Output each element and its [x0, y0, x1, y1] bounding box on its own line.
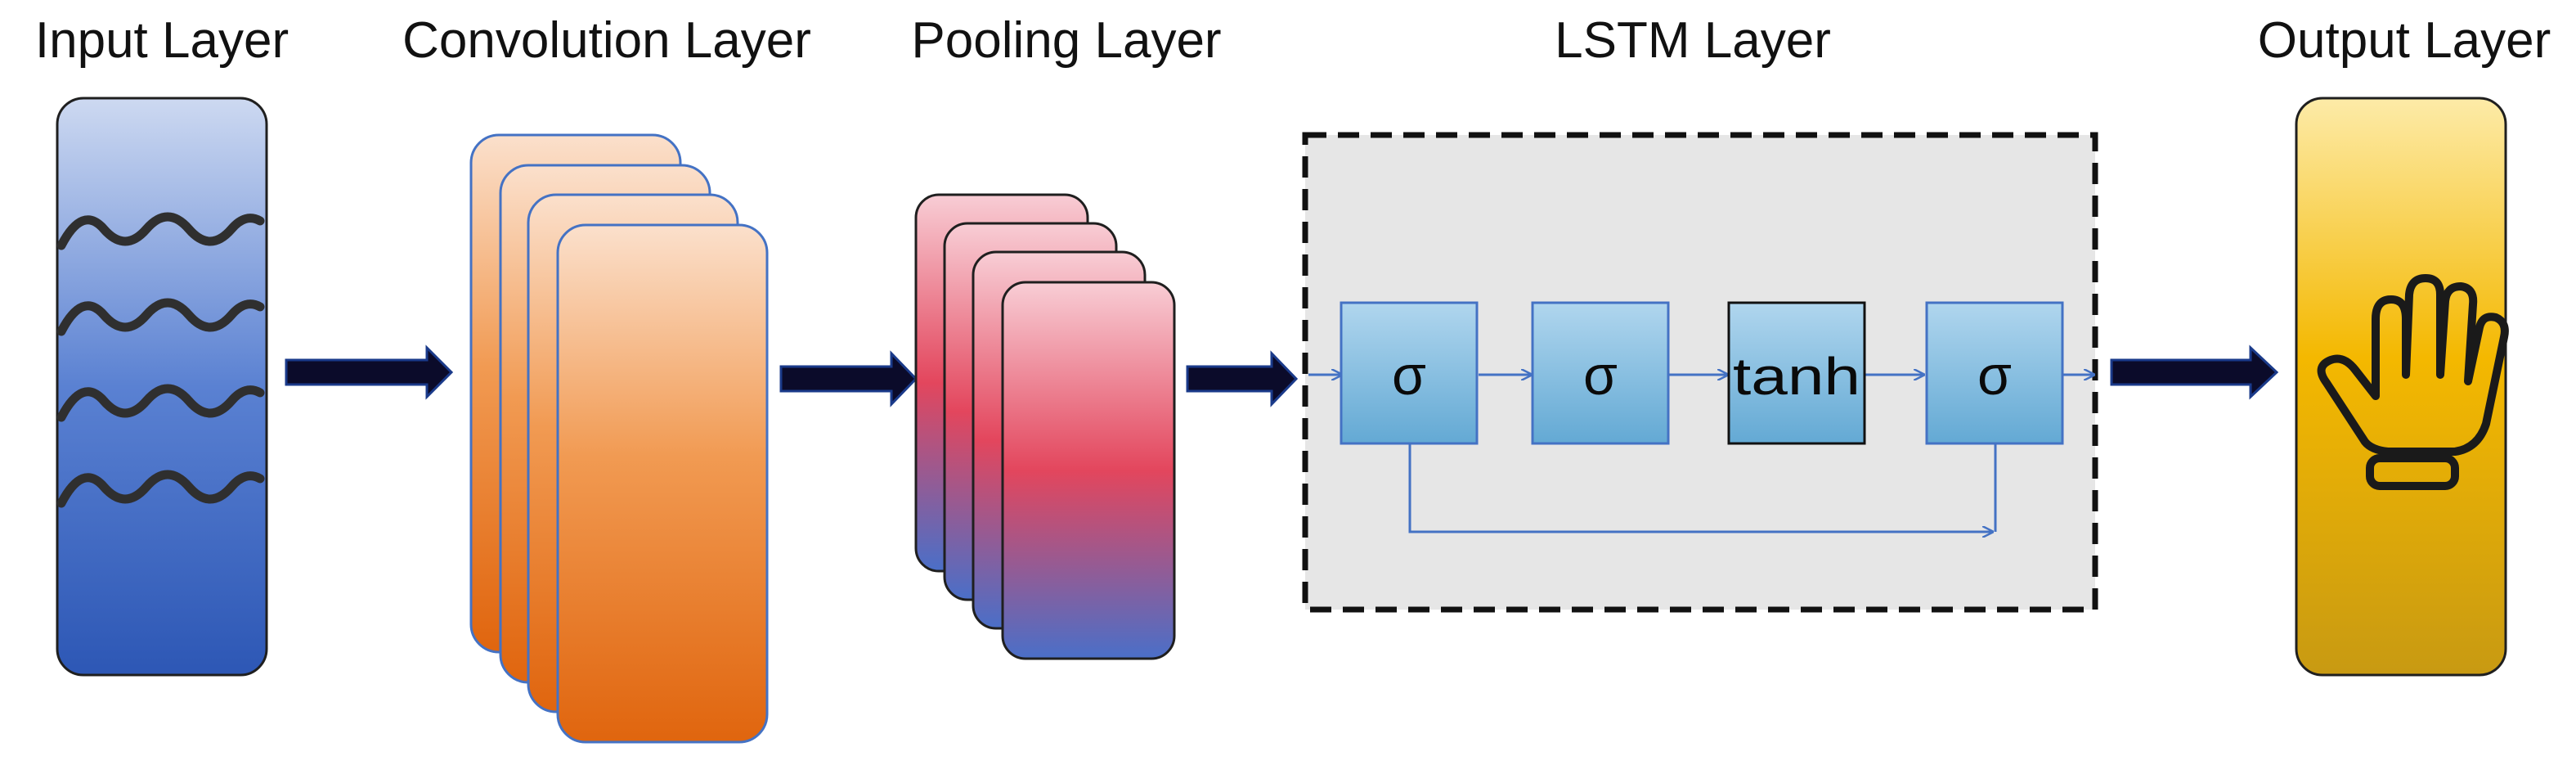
gate-3-label: tanh — [1733, 347, 1860, 406]
pooling-feature-maps — [914, 193, 1176, 660]
output-layer — [2295, 97, 2509, 677]
pool-map-4 — [1001, 281, 1176, 660]
pooling-layer-title: Pooling Layer — [911, 12, 1222, 69]
gate-4-label: σ — [1977, 344, 2012, 407]
lstm-layer: σ σ tanh σ — [1302, 132, 2098, 613]
lstm-gate-3: tanh — [1727, 301, 1866, 445]
lstm-gate-2: σ — [1531, 301, 1670, 445]
lstm-gate-4: σ — [1925, 301, 2064, 445]
hand-icon — [2317, 274, 2509, 490]
conv-map-4 — [556, 223, 769, 744]
lstm-gate-1: σ — [1340, 301, 1479, 445]
arrow-lstm-to-output — [2110, 344, 2279, 400]
convolution-layer-title: Convolution Layer — [402, 12, 811, 69]
input-layer-title: Input Layer — [34, 12, 289, 69]
wave-icon — [56, 212, 265, 508]
skip-connection-arrow — [1408, 443, 1992, 532]
arrow-pool-to-lstm — [1186, 350, 1299, 407]
lstm-connectors — [1308, 375, 2094, 532]
arrow-conv-to-pool — [779, 350, 918, 407]
arrow-input-to-conv — [285, 344, 454, 400]
input-layer — [56, 97, 268, 677]
lstm-layer-title: LSTM Layer — [1555, 12, 1831, 69]
gate-1-label: σ — [1392, 344, 1426, 407]
convolution-feature-maps — [469, 133, 769, 744]
gate-2-label: σ — [1583, 344, 1618, 407]
output-layer-title: Output Layer — [2257, 12, 2551, 69]
